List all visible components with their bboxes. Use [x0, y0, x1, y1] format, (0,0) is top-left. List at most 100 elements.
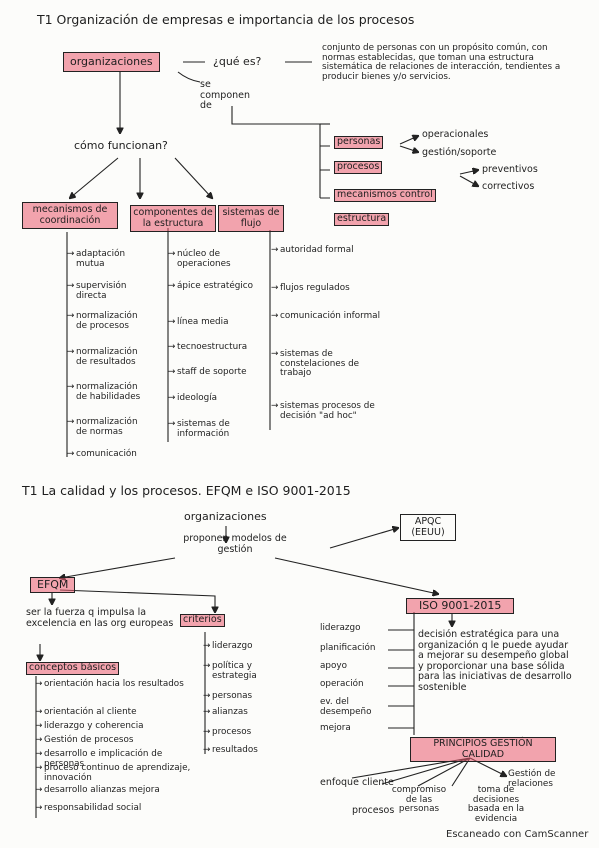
criterio-item: política y estrategia — [212, 661, 257, 681]
col2-item: tecnoestructura — [177, 342, 248, 352]
col1-item-bullet: → — [67, 347, 75, 357]
principio-compromiso: compromiso de las personas — [391, 785, 447, 815]
concepto-item: liderazgo y coherencia — [44, 721, 144, 731]
col3-item-bullet: → — [271, 283, 279, 293]
col3-item: sistemas de constelaciones de trabajo — [280, 349, 360, 379]
concepto-item: desarrollo e implicación de personas — [44, 749, 163, 769]
line-propose-apqc — [329, 528, 398, 549]
col2-header: componentes de la estructura — [130, 205, 216, 232]
how-question: cómo funcionan? — [74, 139, 168, 152]
criterio-item: personas — [212, 691, 253, 701]
col1-item-bullet: → — [67, 449, 75, 459]
component-personas: personas — [334, 136, 384, 149]
iso-left-item: planificación — [320, 643, 376, 653]
col1-header: mecanismos de coordinación — [22, 202, 118, 229]
concepto-item-bullet: → — [35, 721, 43, 731]
col3-item: flujos regulados — [280, 283, 350, 293]
criterio-item: resultados — [212, 745, 258, 755]
col1-item: comunicación — [76, 449, 137, 459]
col1-item-bullet: → — [67, 311, 75, 321]
concepto-item-bullet: → — [35, 679, 43, 689]
col2-item-bullet: → — [168, 281, 176, 291]
iso-box: ISO 9001-2015 — [406, 598, 515, 614]
concepto-item: responsabilidad social — [44, 803, 142, 813]
col2-item-bullet: → — [168, 317, 176, 327]
concepto-item-bullet: → — [35, 803, 43, 813]
apqc-box: APQC (EEUU) — [400, 514, 456, 541]
proc-gestion: gestión/soporte — [422, 147, 497, 158]
col2-item: núcleo de operaciones — [177, 249, 231, 269]
col3-header: sistemas de flujo — [218, 205, 284, 232]
line-principios-items — [351, 757, 506, 787]
col3-item: autoridad formal — [280, 245, 354, 255]
criterio-item-bullet: → — [203, 707, 211, 717]
organizaciones-box: organizaciones — [63, 52, 160, 72]
line-iso-left-ticks — [388, 629, 414, 729]
col2-item-bullet: → — [168, 393, 176, 403]
col2-item-bullet: → — [168, 249, 176, 259]
definition-text: conjunto de personas con un propósito co… — [322, 43, 561, 82]
col2-item-bullet: → — [168, 342, 176, 352]
concepto-item: orientación al cliente — [44, 707, 137, 717]
ctrl-correctivos: correctivos — [482, 181, 535, 192]
col2-item: ideología — [177, 393, 218, 403]
iso-left-item: apoyo — [320, 661, 347, 671]
principio-relaciones: Gestión de relaciones — [508, 769, 556, 789]
line-efqm-crit — [59, 589, 215, 612]
col2-item: ápice estratégico — [177, 281, 254, 291]
line-propose-iso — [274, 557, 438, 594]
what-question: ¿qué es? — [213, 55, 262, 68]
concepto-item: orientación hacia los resultados — [44, 679, 184, 689]
line-propose-efqm — [60, 557, 176, 578]
col1-item-bullet: → — [67, 417, 75, 427]
criterio-item-bullet: → — [203, 661, 211, 671]
line-how-col3 — [174, 157, 212, 198]
component-mecanismos: mecanismos control — [334, 189, 436, 202]
col2-item: sistemas de información — [177, 419, 230, 439]
efqm-definition: ser la fuerza q impulsa la excelencia en… — [26, 607, 174, 629]
col1-item-bullet: → — [67, 382, 75, 392]
col1-item: normalización de habilidades — [76, 382, 141, 402]
col1-item: normalización de resultados — [76, 347, 138, 367]
line-ctrl-prev — [459, 170, 478, 175]
line-compose-trunk — [231, 106, 321, 198]
propose-label: proponen modelos de gestión — [183, 533, 287, 555]
concepto-item-bullet: → — [35, 785, 43, 795]
principio-decisiones: toma de decisiones basada en la evidenci… — [467, 785, 525, 824]
concepto-item-bullet: → — [35, 735, 43, 745]
col3-item: comunicación informal — [280, 311, 381, 321]
concepto-item-bullet: → — [35, 763, 43, 773]
criterio-item: procesos — [212, 727, 252, 737]
principio-procesos: procesos — [352, 805, 395, 816]
criterio-item-bullet: → — [203, 691, 211, 701]
section2-title: T1 La calidad y los procesos. EFQM e ISO… — [22, 483, 351, 498]
proc-operacionales: operacionales — [422, 129, 489, 140]
col3-item-bullet: → — [271, 401, 279, 411]
component-procesos: procesos — [334, 161, 383, 174]
iso-left-item: operación — [320, 679, 364, 689]
section1-title: T1 Organización de empresas e importanci… — [37, 12, 415, 27]
col2-item-bullet: → — [168, 367, 176, 377]
col2-item-bullet: → — [168, 419, 176, 429]
col2-item: staff de soporte — [177, 367, 247, 377]
efqm-box: EFQM — [30, 577, 76, 593]
criterio-item-bullet: → — [203, 745, 211, 755]
criterio-item: alianzas — [212, 707, 248, 717]
col3-item-bullet: → — [271, 311, 279, 321]
line-proc-op — [399, 136, 418, 145]
col1-item: supervisión directa — [76, 281, 127, 301]
concepto-item-bullet: → — [35, 749, 43, 759]
criterio-item-bullet: → — [203, 641, 211, 651]
line-how-col1 — [70, 157, 119, 198]
col2-item: línea media — [177, 317, 229, 327]
component-estructura: estructura — [334, 213, 390, 226]
col1-item: adaptación mutua — [76, 249, 126, 269]
line-trunk-ticks — [320, 145, 330, 199]
concepto-item-bullet: → — [35, 707, 43, 717]
principios-box: PRINCIPIOS GESTIÓN CALIDAD — [410, 737, 556, 762]
composed-label: se componen de — [200, 79, 251, 111]
concepto-item: desarrollo alianzas mejora — [44, 785, 160, 795]
col1-item: normalización de normas — [76, 417, 138, 437]
